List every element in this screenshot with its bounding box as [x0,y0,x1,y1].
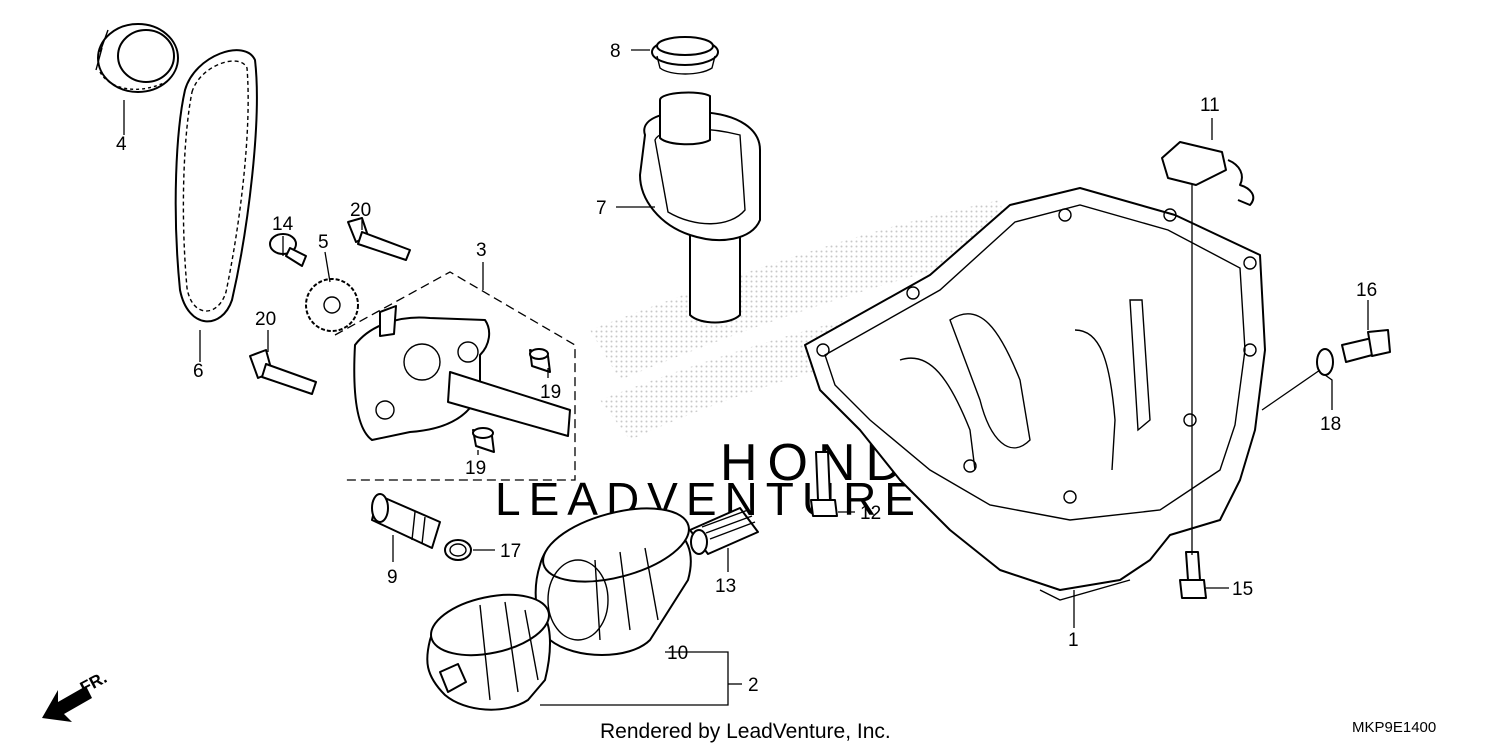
part-relief-valve [371,493,441,549]
leader-lines [123,49,1369,706]
part-small-o-ring [444,539,472,561]
part-pan-bolt-15 [1179,551,1207,599]
callout-20-lower: 20 [255,309,276,330]
callout-19-lower: 19 [465,458,486,479]
diagram-code: MKP9E1400 [1352,719,1436,736]
callout-8: 8 [610,41,621,62]
callout-2: 2 [748,675,759,696]
part-pump-sprocket [305,278,359,332]
callout-20-upper: 20 [350,200,371,221]
callout-18: 18 [1320,414,1341,435]
front-direction-indicator: FR. [42,668,110,722]
part-oil-filter-nipple [689,507,759,555]
callout-13: 13 [715,576,736,597]
callout-3: 3 [476,240,487,261]
callout-19-upper: 19 [540,382,561,403]
callout-14: 14 [272,214,294,235]
part-flange-bolt-lower [249,349,317,395]
part-drain-bolt [1341,329,1391,363]
callout-11: 11 [1200,95,1220,116]
callouts: 4 6 14 5 20 20 3 19 19 8 7 9 17 13 10 2 … [116,41,1377,696]
part-oil-filter-assembly [426,593,551,711]
part-o-ring-seal [651,36,719,75]
part-collar-bolt [269,233,307,267]
callout-6: 6 [193,361,204,382]
render-credit: Rendered by LeadVenture, Inc. [600,720,891,743]
front-arrow-icon [42,686,92,722]
callout-9: 9 [387,567,398,588]
watermark-line2: LEADVENTURE [495,473,923,525]
callout-1: 1 [1068,630,1079,651]
callout-10: 10 [667,643,688,664]
part-pan-bolt-12 [810,451,838,517]
callout-7: 7 [596,198,607,219]
part-hose-clamp [1161,141,1255,206]
part-cam-sprocket [95,23,179,93]
callout-5: 5 [318,232,329,253]
callout-17: 17 [500,541,521,562]
callout-16: 16 [1356,280,1377,301]
part-dowel-pin-upper [529,348,551,373]
callout-4: 4 [116,134,127,155]
callout-12: 12 [860,503,881,524]
part-oil-pan [804,187,1266,601]
part-dowel-pin-lower [472,427,495,453]
part-oil-pump [334,271,576,481]
part-oil-strainer [639,91,761,324]
callout-15: 15 [1232,579,1253,600]
part-drive-chain [174,49,258,323]
part-oil-filter-cartridge [534,507,692,656]
part-flange-bolt-upper [347,217,411,261]
